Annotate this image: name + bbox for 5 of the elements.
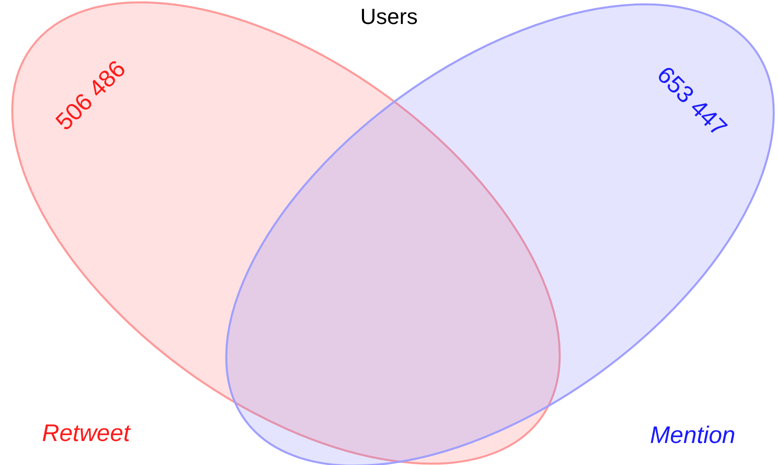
set-label: Mention	[650, 422, 736, 450]
count-label: 506 486	[50, 55, 132, 137]
count-label: 653 447	[650, 61, 732, 143]
diagram-title: Users	[359, 4, 419, 30]
set-label: Retweet	[42, 420, 130, 448]
